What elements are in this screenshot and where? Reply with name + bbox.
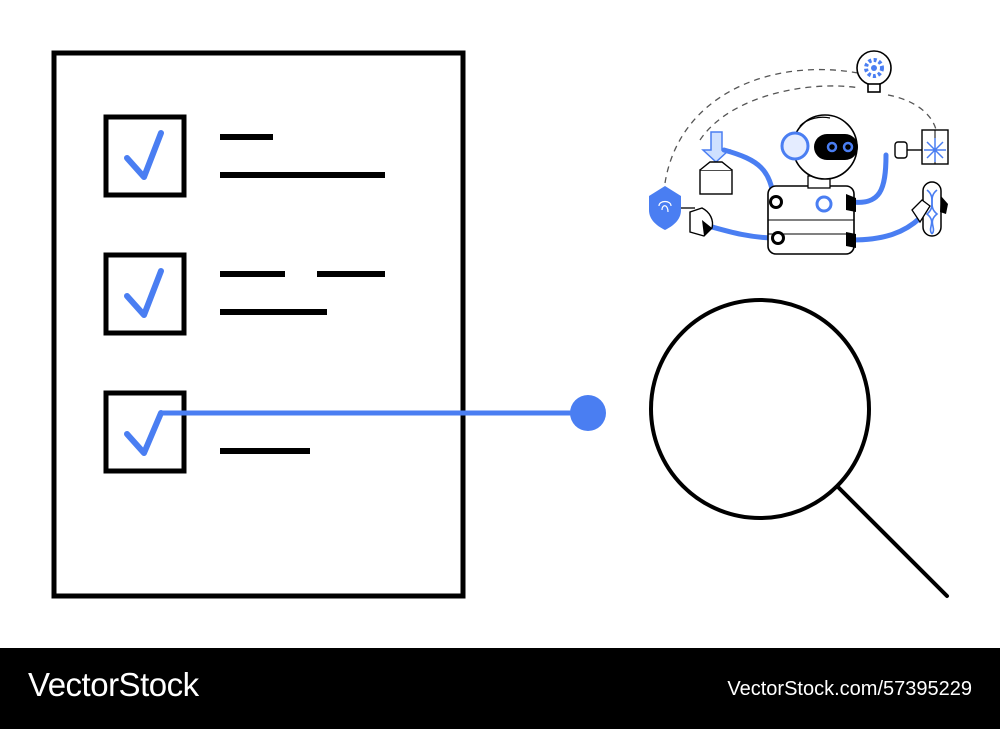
lightbulb-gear-icon [856,50,892,93]
shield-icon [649,186,695,230]
robot-icon [767,114,858,255]
connector-dot [570,395,606,431]
robot-cable [849,215,923,243]
checkmark-icon [124,410,164,456]
checkbox-icon [103,252,187,336]
robot-cable [849,152,889,205]
checklist-item [103,390,310,474]
brand-logo: VectorStock [28,666,199,703]
checkbox-icon [103,114,187,198]
checklist-item [103,114,385,198]
checklist-item [103,252,385,336]
checkmark-icon [124,130,164,180]
magnifying-glass-icon [649,298,949,598]
checkbox-icon [103,390,187,474]
illustration [51,50,949,599]
dashed-arc [887,94,938,136]
checkmark-icon [124,268,164,318]
robot-illustration [649,50,949,255]
download-box-icon [699,131,733,195]
image-url: VectorStock.com/57395229 [727,678,972,700]
dashed-arc [664,68,869,184]
watermark-footer: VectorStock VectorStock.com/57395229 [0,648,1000,729]
laser-device-icon [894,129,949,165]
dashed-arc [699,85,861,141]
connector-line [161,395,606,431]
robot-cable [702,222,779,241]
robot-hand-icon [689,207,714,237]
dna-test-tube-icon [911,181,948,237]
document-icon [51,50,466,599]
